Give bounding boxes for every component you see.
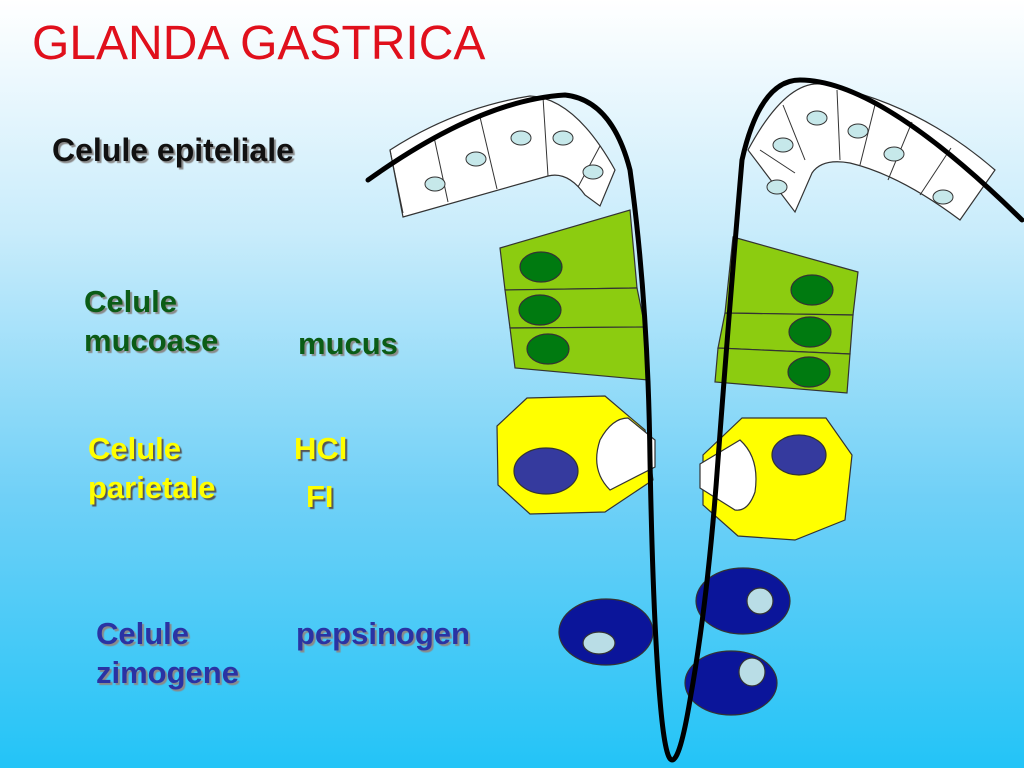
parietal-cell-left	[496, 395, 656, 515]
label-mucous-line1: Celule	[84, 284, 178, 319]
epi-nucleus	[883, 146, 905, 162]
mucous-nucleus	[519, 251, 563, 283]
page-title: GLANDA GASTRICA	[32, 17, 486, 70]
epi-left-wall-3	[479, 116, 498, 190]
parietal-nucleus	[513, 447, 579, 495]
epi-nucleus	[424, 176, 446, 192]
label-fi: FI	[306, 479, 334, 514]
epithelium-left	[389, 95, 616, 218]
mucous-nucleus	[790, 274, 834, 306]
epi-right-wall-6	[919, 147, 952, 196]
epi-nucleus	[582, 164, 604, 180]
mucous-cells-left	[499, 209, 649, 381]
mucous-cell	[724, 236, 859, 316]
epithelium-left-outline	[389, 95, 616, 218]
epi-right-wall-3	[836, 89, 841, 161]
label-mucus: mucus	[298, 326, 398, 361]
label-mucous-line2: mucoase	[84, 323, 219, 358]
zymogen-cell	[558, 598, 654, 666]
label-celule-epiteliale: Celule epiteliale	[52, 132, 294, 168]
zymogen-granule	[582, 631, 616, 655]
epi-left-wall-2	[433, 136, 449, 203]
epi-right-wall-4	[859, 104, 876, 166]
label-zymogen-line2: zimogene	[96, 655, 239, 690]
label-zymogen-line1: Celule	[96, 616, 190, 651]
epi-left-wall-4	[542, 96, 549, 177]
label-pepsinogen: pepsinogen	[296, 616, 470, 651]
zymogen-cells	[558, 567, 791, 716]
epi-nucleus	[806, 110, 828, 126]
mucous-nucleus	[526, 333, 570, 365]
parietal-cell-right	[699, 417, 853, 541]
mucous-nucleus	[518, 294, 562, 326]
zymogen-cell	[695, 567, 791, 635]
mucous-cell	[499, 209, 638, 291]
zymogen-granule	[738, 657, 766, 687]
epi-nucleus	[772, 137, 794, 153]
epi-nucleus	[847, 123, 869, 139]
label-hcl: HCl	[294, 431, 348, 466]
epi-nucleus	[766, 179, 788, 195]
zymogen-granule	[746, 587, 774, 615]
label-celule-mucoase: Celule mucoase	[84, 282, 218, 360]
parietal-nucleus	[771, 434, 827, 476]
mucous-nucleus	[787, 356, 831, 388]
label-parietal-line1: Celule	[88, 431, 182, 466]
epi-nucleus	[932, 189, 954, 205]
gland-lumen-outline	[365, 77, 1024, 763]
epi-right-wall-2	[782, 104, 806, 161]
label-celule-zimogene: Celule zimogene	[96, 614, 239, 692]
epi-nucleus	[552, 130, 574, 146]
epi-nucleus	[465, 151, 487, 167]
parietal-canaliculus	[596, 417, 656, 491]
epithelium-right	[747, 83, 996, 221]
mucous-cells-right	[714, 236, 859, 394]
label-parietal-line2: parietale	[88, 470, 216, 505]
epi-right-wall-1	[759, 149, 796, 174]
mucous-cell	[717, 312, 854, 355]
mucous-nucleus	[788, 316, 832, 348]
epi-nucleus	[510, 130, 532, 146]
label-celule-parietale: Celule parietale	[88, 429, 216, 507]
